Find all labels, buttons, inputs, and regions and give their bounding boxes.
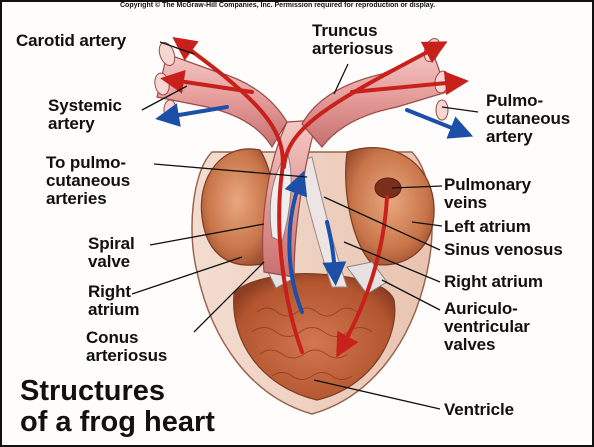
label-right-atrium-right: Right atrium [444, 273, 543, 291]
label-truncus-arteriosus: Truncus arteriosus [312, 22, 393, 58]
label-conus-arteriosus: Conus arteriosus [86, 329, 167, 365]
truncus-left-branch [157, 54, 287, 147]
label-to-pulmocutaneous-arteries: To pulmo- cutaneous arteries [46, 154, 130, 208]
label-sinus-venosus: Sinus venosus [444, 241, 563, 259]
label-ventricle: Ventricle [444, 401, 514, 419]
label-right-atrium-left: Right atrium [88, 283, 139, 319]
label-carotid-artery: Carotid artery [16, 32, 126, 50]
label-left-atrium: Left atrium [444, 218, 531, 236]
label-systemic-artery: Systemic artery [48, 97, 122, 133]
label-auriculoventricular-valves: Auriculo- ventricular valves [444, 300, 530, 354]
diagram-title: Structures of a frog heart [20, 376, 215, 438]
label-pulmocutaneous-artery: Pulmo- cutaneous artery [486, 92, 570, 146]
label-pulmonary-veins: Pulmonary veins [444, 176, 531, 212]
truncus-right-branch [302, 50, 447, 147]
label-spiral-valve: Spiral valve [88, 235, 135, 271]
